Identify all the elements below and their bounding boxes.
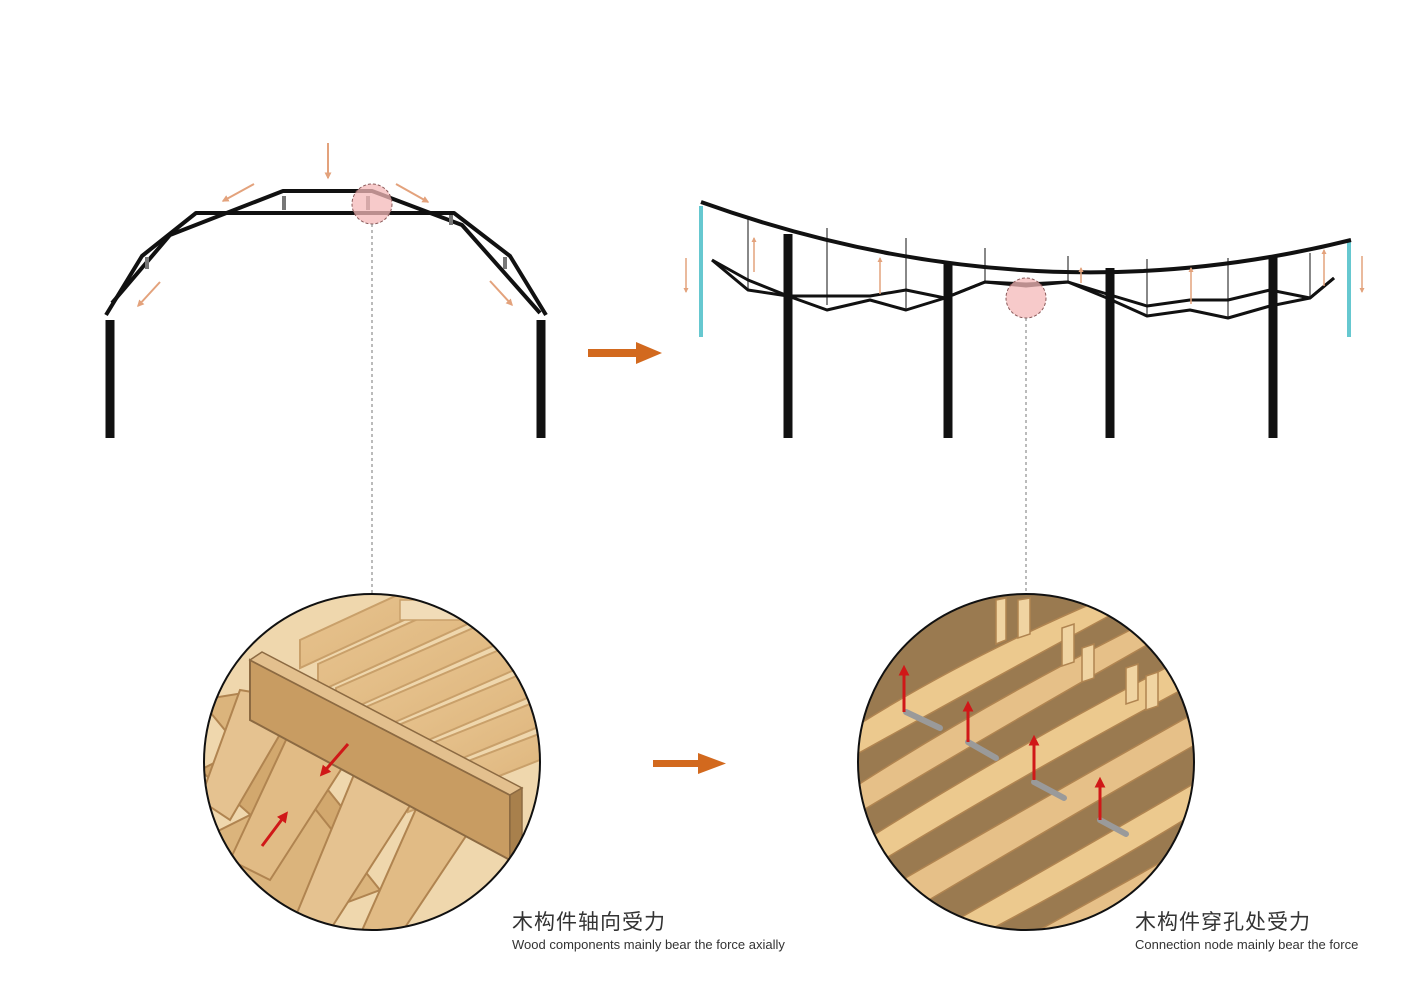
- suspended-frame: [683, 200, 1365, 596]
- force-arrow-icon: [319, 743, 350, 777]
- force-arrow-icon: [260, 811, 288, 847]
- process-arrow-icon: [588, 342, 662, 364]
- caption-axial-english: Wood components mainly bear the force ax…: [512, 937, 785, 952]
- highlight-circle-icon: [1005, 277, 1047, 319]
- force-arrow-icon: [395, 183, 430, 203]
- arch-frame: [104, 143, 548, 596]
- caption-axial: 木构件轴向受力 Wood components mainly bear the …: [512, 910, 785, 953]
- detail-circle-axial: [203, 593, 541, 931]
- detail-circle-connection: [857, 593, 1195, 931]
- arch-connector: [503, 257, 507, 269]
- arch-inner-chord: [110, 189, 542, 315]
- suspended-top-chord: [700, 200, 1352, 275]
- caption-axial-chinese: 木构件轴向受力: [512, 910, 666, 934]
- caption-connection: 木构件穿孔处受力 Connection node mainly bear the…: [1135, 910, 1358, 953]
- caption-connection-chinese: 木构件穿孔处受力: [1135, 910, 1311, 934]
- caption-connection-english: Connection node mainly bear the force: [1135, 937, 1359, 952]
- force-arrow-icon: [137, 281, 161, 308]
- arch-connector: [145, 257, 149, 269]
- process-arrow-icon: [653, 753, 726, 774]
- force-arrow-icon: [489, 280, 513, 307]
- force-arrow-icon: [221, 183, 255, 202]
- highlight-circle-icon: [351, 183, 393, 225]
- arch-connector: [449, 215, 453, 225]
- arch-connector: [282, 196, 286, 210]
- arch-outer-chord: [104, 211, 548, 317]
